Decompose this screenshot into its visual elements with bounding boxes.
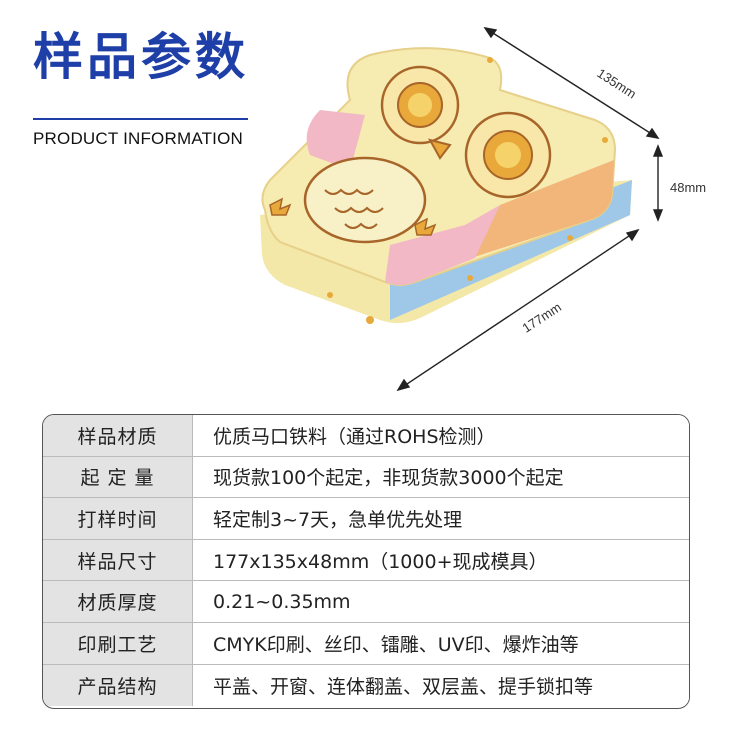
spec-row-thickness: 材质厚度 0.21~0.35mm: [43, 581, 689, 623]
page-subtitle: PRODUCT INFORMATION: [33, 129, 243, 148]
spec-label: 产品结构: [43, 664, 193, 707]
dimension-height-label: 48mm: [670, 180, 707, 195]
spec-label: 材质厚度: [43, 581, 193, 622]
spec-row-structure: 产品结构 平盖、开窗、连体翻盖、双层盖、提手锁扣等: [43, 664, 689, 707]
page-title: 样品参数: [33, 28, 249, 86]
lid-pink-left: [306, 110, 365, 170]
spec-value: 现货款100个起定，非现货款3000个起定: [193, 456, 689, 498]
owl-right-highlight: [495, 142, 521, 168]
owl-tin-illustration: [260, 27, 664, 392]
lid-pink-wing: [385, 205, 500, 285]
spec-value: 平盖、开窗、连体翻盖、双层盖、提手锁扣等: [193, 664, 689, 707]
spec-label: 打样时间: [43, 498, 193, 539]
decor-stars: [327, 57, 608, 324]
spec-table: 样品材质 优质马口铁料（通过ROHS检测） 起 定 量 现货款100个起定，非现…: [42, 414, 690, 709]
owl-feathers: [324, 188, 384, 229]
subtitle-divider: [33, 118, 248, 120]
product-image: [240, 20, 730, 410]
title-block: 样品参数: [33, 32, 249, 82]
spec-label: 印刷工艺: [43, 622, 193, 664]
subtitle-row: PRODUCT INFORMATION: [33, 118, 273, 149]
spec-value: CMYK印刷、丝印、镭雕、UV印、爆炸油等: [193, 622, 689, 664]
spec-row-printing: 印刷工艺 CMYK印刷、丝印、镭雕、UV印、爆炸油等: [43, 622, 689, 665]
owl-left-highlight: [408, 93, 432, 117]
spec-value: 优质马口铁料（通过ROHS检测）: [193, 415, 689, 456]
spec-row-material: 样品材质 优质马口铁料（通过ROHS检测）: [43, 415, 689, 457]
owl-beak: [428, 138, 452, 160]
spec-row-moq: 起 定 量 现货款100个起定，非现货款3000个起定: [43, 456, 689, 499]
spec-label: 样品尺寸: [43, 539, 193, 581]
owl-feet: [269, 197, 437, 236]
spec-value: 177x135x48mm（1000+现成模具）: [193, 539, 689, 581]
dimension-arrows: [396, 27, 664, 392]
lid-orange-section: [465, 160, 614, 260]
spec-label: 起 定 量: [43, 456, 193, 498]
spec-row-sample-time: 打样时间 轻定制3~7天，急单优先处理: [43, 498, 689, 540]
spec-value: 0.21~0.35mm: [193, 581, 689, 622]
owl-belly: [303, 156, 427, 244]
spec-value: 轻定制3~7天，急单优先处理: [193, 498, 689, 539]
spec-label: 样品材质: [43, 415, 193, 456]
spec-row-size: 样品尺寸 177x135x48mm（1000+现成模具）: [43, 539, 689, 582]
